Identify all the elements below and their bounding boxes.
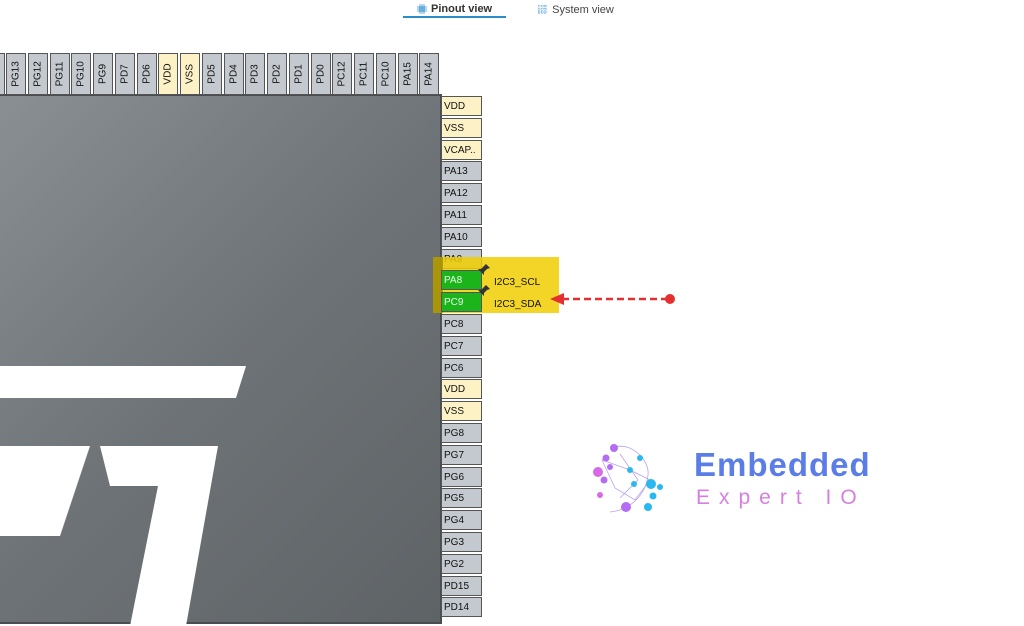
pin-label: PD2	[271, 64, 283, 84]
pin-pd2[interactable]: PD2	[267, 53, 287, 95]
pushpin-icon	[478, 285, 490, 296]
pin-pa13[interactable]: PA13	[441, 161, 482, 182]
pin-pd5[interactable]: PD5	[201, 53, 222, 95]
st-logo	[0, 366, 246, 626]
pin-label: PA15	[402, 62, 413, 86]
pin-pg9[interactable]: PG9	[93, 53, 113, 95]
pin-pd3[interactable]: PD3	[245, 53, 266, 95]
pin-vss[interactable]: VSS	[180, 53, 200, 95]
pin-label: PG10	[75, 61, 87, 87]
pin-pd1[interactable]: PD1	[288, 53, 309, 95]
pin-pd7[interactable]: PD7	[114, 53, 135, 95]
pin-pg8[interactable]: PG8	[441, 423, 482, 443]
pin-partial[interactable]	[0, 53, 5, 95]
pin-pd4[interactable]: PD4	[223, 53, 244, 95]
annotation-arrow	[550, 293, 675, 305]
logo-text-expert-io: Expert IO	[696, 486, 866, 509]
pin-vss[interactable]: VSS	[441, 117, 482, 138]
pin-vcap[interactable]: VCAP..	[441, 139, 482, 160]
pin-label: PC12	[336, 61, 348, 87]
pin-pg5[interactable]: PG5	[441, 488, 482, 509]
pin-label: PD0	[315, 64, 326, 84]
pin-pg3[interactable]: PG3	[441, 532, 482, 552]
pin-pc9[interactable]: PC9	[441, 292, 482, 313]
pin-pc12[interactable]: PC12	[332, 53, 353, 95]
tab-pinout-view[interactable]: Pinout view	[403, 0, 507, 18]
pin-label: PD5	[206, 64, 218, 84]
pin-pd6[interactable]: PD6	[136, 53, 157, 95]
pin-label: PA14	[423, 62, 435, 86]
pin-label: PC11	[358, 61, 370, 87]
view-tabs: Pinout view System view	[403, 0, 628, 20]
pin-label: PG9	[97, 63, 109, 85]
tab-pinout-label: Pinout view	[431, 3, 493, 15]
highlight-shadow	[433, 257, 443, 313]
pin-label: PG12	[32, 61, 44, 87]
tab-system-view[interactable]: System view	[524, 0, 628, 18]
logo-text-embedded: Embedded	[694, 446, 871, 483]
pin-pg4[interactable]: PG4	[441, 510, 482, 531]
mcu-chip-body	[0, 94, 442, 626]
pin-pg10[interactable]: PG10	[71, 53, 92, 95]
pin-pc6[interactable]: PC6	[441, 357, 482, 378]
pin-pc8[interactable]: PC8	[441, 314, 482, 334]
pin-pg7[interactable]: PG7	[441, 444, 482, 465]
pin-label: PD6	[141, 64, 152, 84]
pin-pa12[interactable]: PA12	[441, 183, 482, 204]
pin-pd15[interactable]: PD15	[441, 575, 482, 596]
pin-vdd[interactable]: VDD	[441, 96, 482, 116]
tab-system-label: System view	[552, 4, 614, 16]
pin-pc7[interactable]: PC7	[441, 335, 482, 356]
pin-label: VDD	[162, 63, 174, 85]
pin-pd14[interactable]: PD14	[441, 597, 482, 618]
pin-pg11[interactable]: PG11	[49, 53, 70, 95]
pin-label: PD1	[293, 64, 305, 84]
pin-pa11[interactable]: PA11	[441, 205, 482, 225]
pin-pa14[interactable]: PA14	[419, 53, 440, 95]
chip-icon	[417, 4, 427, 14]
pin-label: PG11	[54, 61, 65, 87]
embedded-expert-logo-icon	[593, 444, 663, 513]
pin-pg2[interactable]: PG2	[441, 553, 482, 574]
pin-pg13[interactable]: PG13	[6, 53, 26, 95]
pushpin-icon	[478, 264, 490, 275]
pin-label: PD4	[228, 64, 239, 84]
signal-label-pc9: I2C3_SDA	[494, 299, 542, 310]
pin-pc11[interactable]: PC11	[354, 53, 374, 95]
pin-label: VSS	[184, 63, 196, 85]
pin-label: PD3	[249, 64, 261, 84]
signal-label-pa8: I2C3_SCL	[494, 277, 541, 288]
pin-label: PC10	[380, 61, 392, 87]
pin-pg12[interactable]: PG12	[27, 53, 48, 95]
pin-pa10[interactable]: PA10	[441, 226, 482, 247]
pin-vdd[interactable]: VDD	[441, 379, 482, 400]
grid-icon	[538, 5, 549, 15]
pin-pd0[interactable]: PD0	[310, 53, 331, 95]
pin-label: PG13	[10, 61, 22, 87]
pin-label: PD7	[119, 64, 131, 84]
pin-vss[interactable]: VSS	[441, 401, 482, 422]
pin-vdd[interactable]: VDD	[158, 53, 179, 95]
pin-pg6[interactable]: PG6	[441, 466, 482, 487]
pin-pa15[interactable]: PA15	[397, 53, 418, 95]
pin-pa8[interactable]: PA8	[441, 270, 482, 291]
pin-pc10[interactable]: PC10	[375, 53, 396, 95]
